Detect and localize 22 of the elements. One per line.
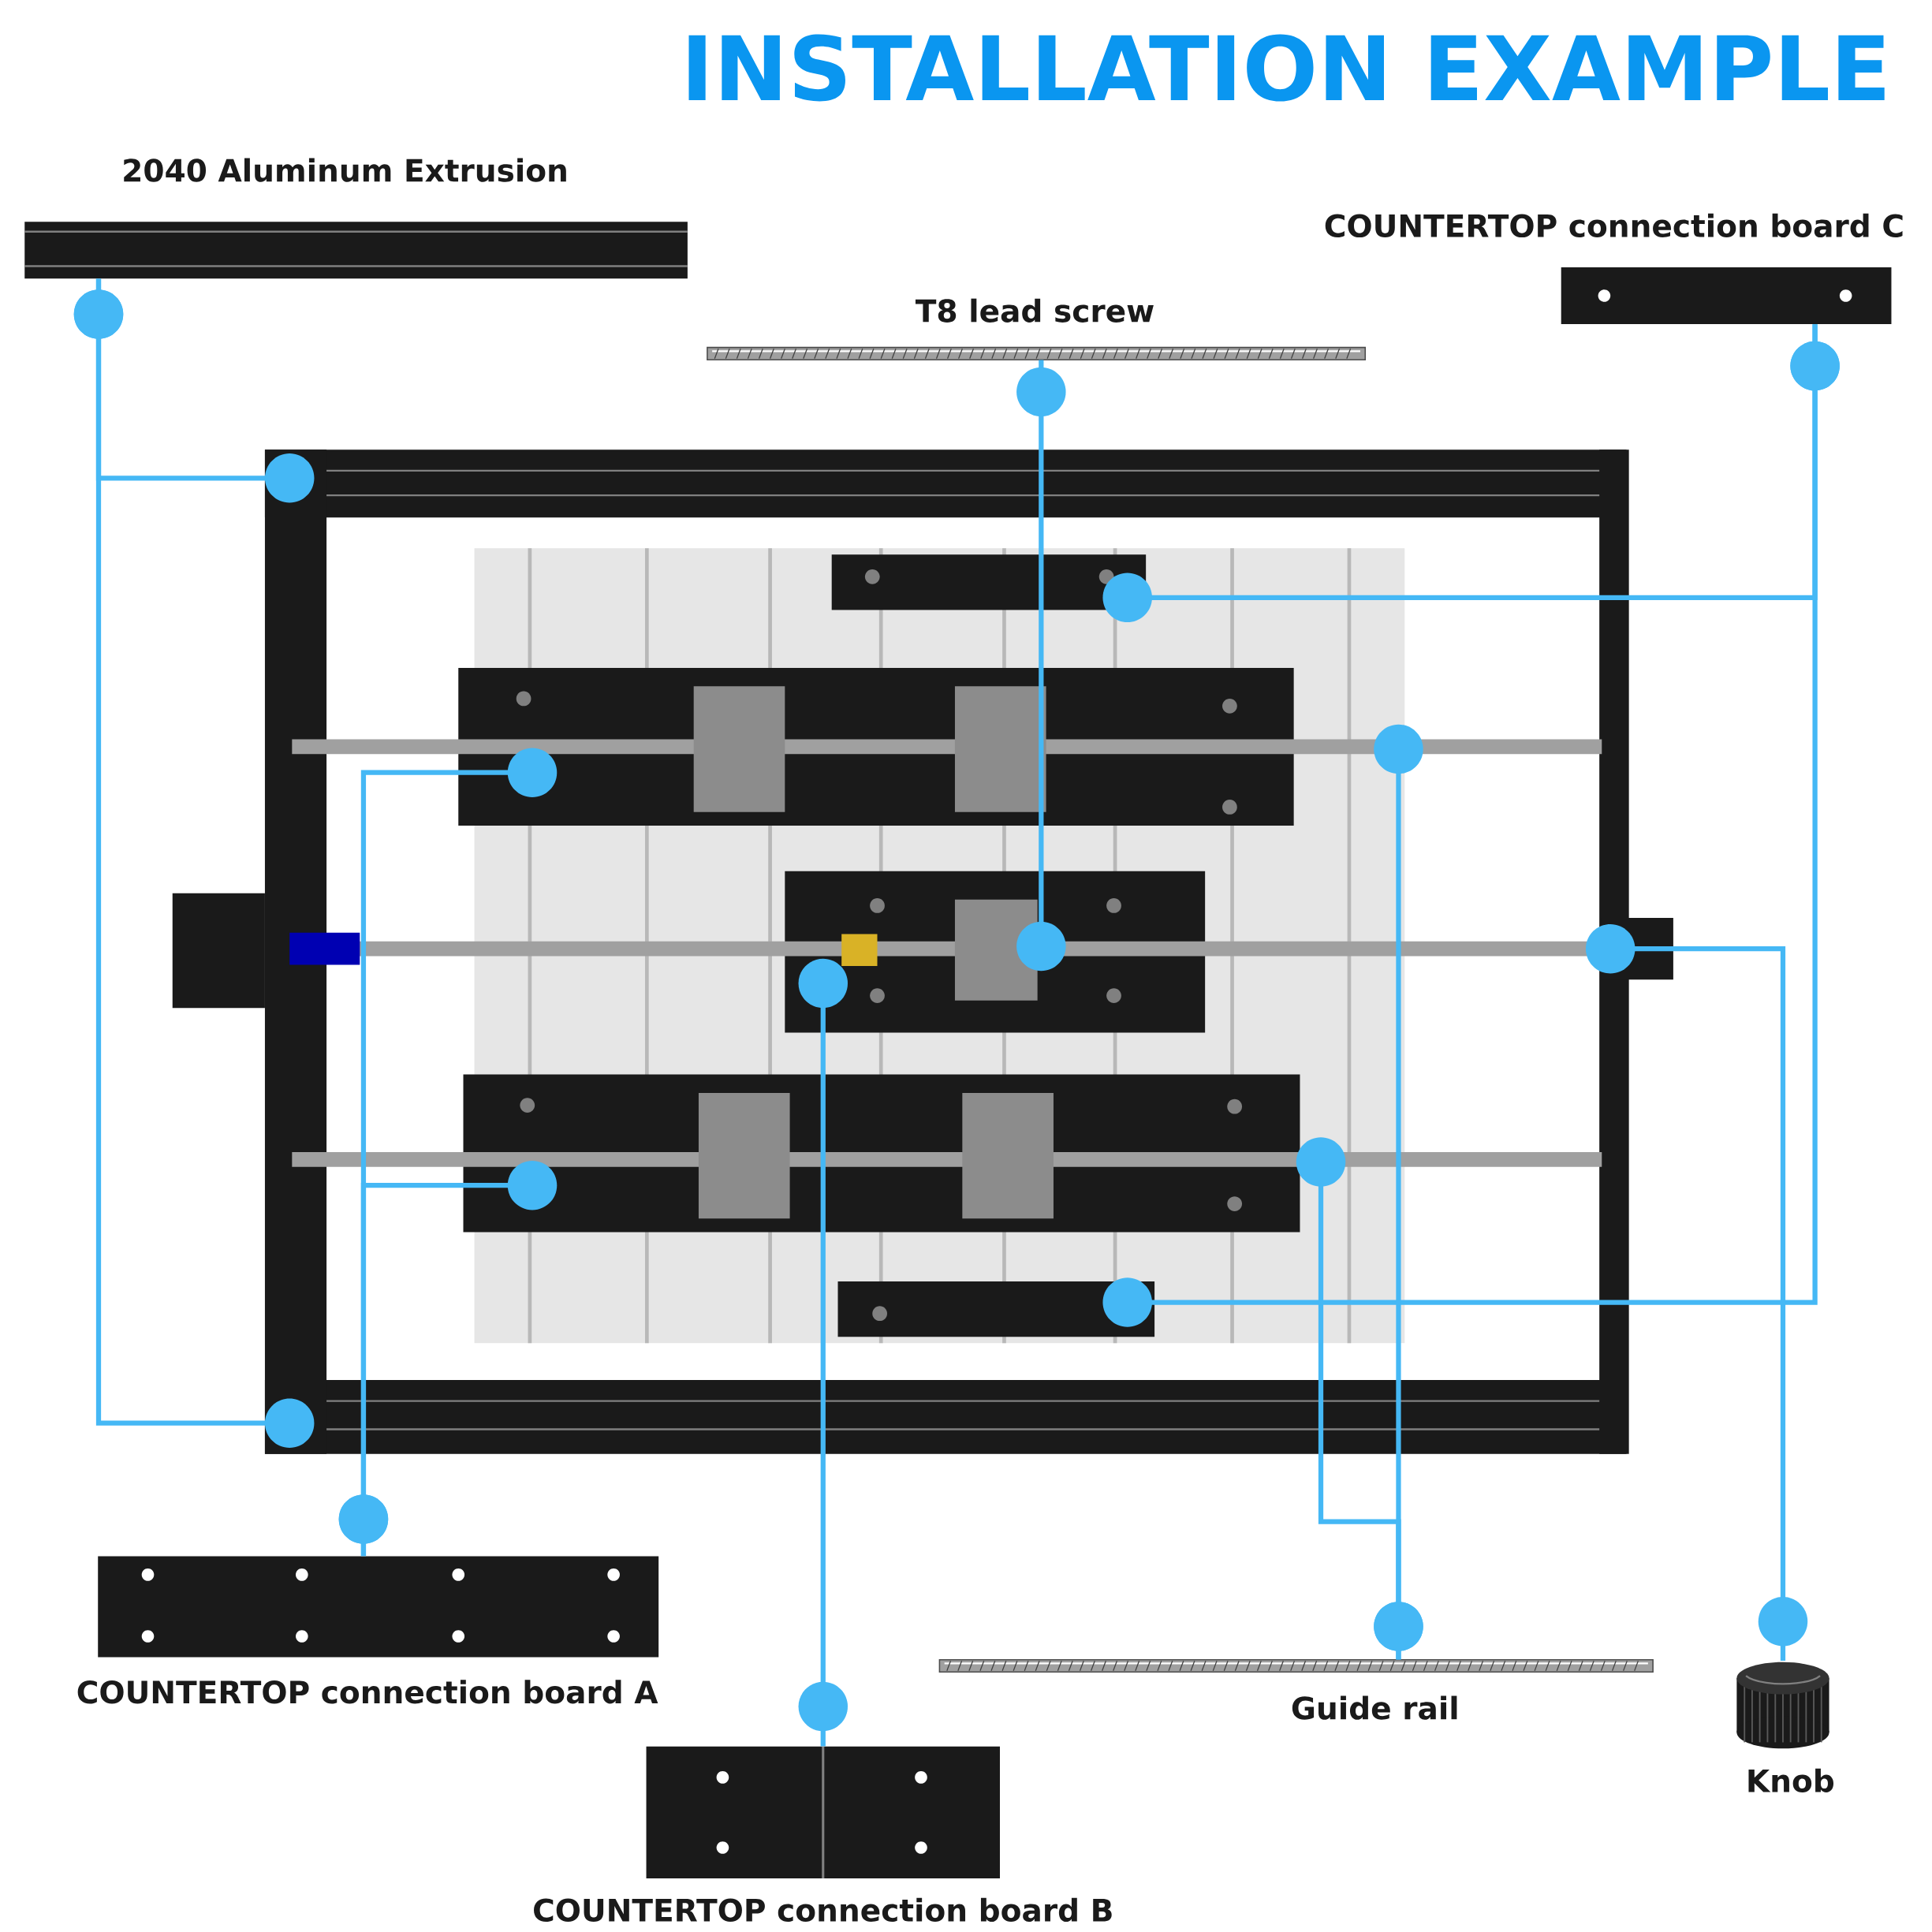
connection-board-drawing: [98, 1556, 659, 1658]
rod-drawing: [707, 346, 1367, 361]
leader-line: [338, 1160, 558, 1557]
leader-line: [1102, 324, 1840, 1327]
knob-drawing: [1736, 1662, 1829, 1749]
leader-line: [1016, 360, 1066, 972]
part-label: Guide rail: [1292, 1695, 1457, 1720]
connection-board-drawing: [646, 1746, 1000, 1879]
part-label: COUNTERTOP connection board C: [1325, 213, 1903, 238]
part-label: Knob: [1748, 1768, 1833, 1792]
leader-line: [798, 958, 848, 1747]
leader-line: [1585, 923, 1808, 1661]
connection-board-drawing: [1561, 267, 1892, 324]
part-label: COUNTERTOP connection board B: [534, 1897, 1112, 1923]
part-label: T8 lead screw: [915, 298, 1154, 323]
part-label: 2040 Aluminum Extrusion: [124, 158, 566, 182]
title: INSTALLATION EXAMPLE: [688, 34, 1885, 102]
aluminum-extrusion-drawing: [24, 222, 688, 279]
part-label: COUNTERTOP connection board A: [77, 1680, 658, 1704]
leader-line: [73, 278, 315, 1448]
leader-line: [1296, 1137, 1423, 1660]
rod-drawing: [938, 1658, 1654, 1673]
